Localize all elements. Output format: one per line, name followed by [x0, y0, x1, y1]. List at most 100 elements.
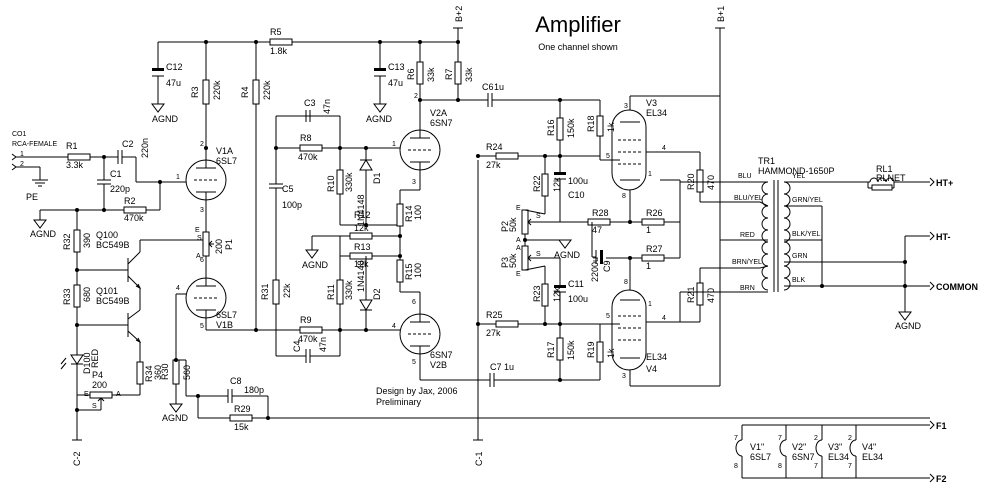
- r23-value: 12k: [552, 287, 562, 302]
- f2-label: F2: [936, 474, 947, 484]
- r28-value: 47: [592, 225, 602, 235]
- tube-v1b: 6SL7 V1B 4 6 5: [175, 257, 237, 360]
- v1a-ref: V1A: [216, 146, 233, 156]
- resistor-r15: R15 100: [396, 256, 423, 292]
- resistor-r3: R3 220k: [190, 42, 222, 150]
- tube-v3: V3 EL34 3 5 4 8 1: [606, 98, 680, 200]
- resistor-r22: R22 12k: [532, 156, 562, 214]
- agnd-label-bias: AGND: [554, 250, 581, 260]
- capacitor-c13: C13 47u AGND: [366, 42, 405, 124]
- agnd-symbol-splitter: AGND: [302, 249, 329, 270]
- lead-blu: BLU: [738, 173, 752, 180]
- c9-ref: C9: [602, 260, 612, 272]
- resistor-r5: R5 1.8k: [269, 27, 293, 56]
- resistor-r4: R4 220k: [240, 42, 272, 330]
- c5-ref: C5: [282, 184, 294, 194]
- c10-ref: C10: [568, 190, 585, 200]
- v2a-type: 6SN7: [430, 118, 453, 128]
- heater-v3-ref: V3": [828, 442, 842, 452]
- resistor-r31: R31 22k: [260, 279, 292, 305]
- resistor-r34: R34 360: [136, 356, 163, 395]
- resistor-r32: R32 390: [62, 210, 92, 285]
- r29-value: 15k: [234, 422, 249, 432]
- r32-ref: R32: [62, 233, 72, 250]
- svg-text:8: 8: [622, 193, 626, 200]
- ht-plus-label: HT+: [936, 178, 953, 188]
- lead-grn-yel: GRN/YEL: [792, 197, 823, 204]
- tube-v2a: V2A 6SN7 1 2 3: [392, 93, 453, 191]
- c3-value: 47n: [322, 99, 332, 114]
- svg-text:1: 1: [648, 301, 652, 308]
- agnd-symbol-bias: AGND: [554, 239, 581, 260]
- tr1-ref: TR1: [758, 156, 775, 166]
- resistor-r13: R13 12k: [340, 242, 400, 269]
- r18-ref: R18: [586, 115, 596, 132]
- rail-label-b-plus-1: B+1: [716, 6, 726, 22]
- r9-value: 470k: [298, 334, 318, 344]
- r12-value: 12k: [354, 223, 369, 233]
- r18-value: 1k: [606, 122, 616, 132]
- heater-v1: 7 8 V1" 6SL7: [734, 425, 771, 478]
- svg-text:S: S: [92, 403, 97, 410]
- p3-value: 50k: [508, 253, 518, 268]
- r2-ref: R2: [124, 196, 136, 206]
- c10-value: 100u: [568, 176, 588, 186]
- svg-text:5: 5: [606, 153, 610, 160]
- lead-red: RED: [740, 232, 755, 239]
- v2b-ref: V2B: [430, 360, 447, 370]
- r17-value: 150k: [566, 340, 576, 360]
- rl1-value: RLNET: [876, 173, 906, 183]
- c11-value: 100u: [568, 294, 588, 304]
- resistor-r21: R21 470: [680, 267, 760, 323]
- r11-ref: R11: [326, 284, 336, 300]
- c3-ref: C3: [304, 98, 316, 108]
- potentiometer-p1: E S A 200 P1: [195, 227, 234, 260]
- capacitor-c11: C11 100u: [554, 258, 588, 324]
- heater-v3-type: EL34: [828, 452, 849, 462]
- svg-text:8: 8: [624, 279, 628, 286]
- v1a-type: 6SL7: [216, 156, 237, 166]
- svg-text:5: 5: [606, 313, 610, 320]
- ht-minus-label: HT-: [936, 232, 951, 242]
- r1-value: 3.3k: [66, 160, 84, 170]
- resistor-r25: R25 27k: [478, 310, 600, 338]
- r21-value: 470: [706, 288, 716, 303]
- connector-pin-1: 1: [20, 151, 24, 158]
- capacitor-c12: C12 47u AGND: [151, 42, 183, 124]
- r28-ref: R28: [592, 208, 609, 218]
- r16-ref: R16: [546, 119, 556, 136]
- r30-ref: R30: [160, 363, 170, 380]
- r5-value: 1.8k: [270, 46, 288, 56]
- resistor-r14: R14 100: [396, 190, 423, 236]
- d100-value: RED: [90, 348, 100, 368]
- lead-blk: BLK: [792, 277, 806, 284]
- connector-ref: CO1: [12, 131, 27, 138]
- r7-ref: R7: [444, 68, 454, 80]
- r26-value: 1: [646, 225, 651, 235]
- capacitor-c1: C1 220p: [97, 157, 130, 210]
- r15-value: 100: [413, 263, 423, 278]
- capacitor-c3: C3 47n: [304, 98, 340, 122]
- svg-text:3: 3: [624, 103, 628, 110]
- c4-value: 47n: [318, 337, 328, 352]
- r13-value: 12k: [354, 259, 369, 269]
- svg-text:6: 6: [412, 299, 416, 306]
- capacitor-c5: C5 100p: [269, 116, 302, 270]
- r9-ref: R9: [300, 315, 312, 325]
- lead-brn-yel: BRN/YEL: [732, 259, 762, 266]
- p4-ref: P4: [92, 370, 103, 380]
- r5-ref: R5: [270, 27, 282, 37]
- svg-text:E: E: [516, 205, 521, 212]
- svg-text:6: 6: [200, 257, 204, 264]
- svg-text:4: 4: [392, 323, 396, 330]
- tube-v2b: 6SN7 V2B 4 6 5: [392, 291, 453, 380]
- terminal-ht-minus: HT-: [904, 231, 951, 312]
- r1-ref: R1: [66, 141, 78, 151]
- r4-ref: R4: [240, 86, 250, 98]
- c11-ref: C11: [568, 279, 584, 289]
- capacitor-c10: 100u C10: [554, 156, 588, 222]
- resistor-r28: R28 47: [560, 208, 630, 235]
- r8-ref: R8: [300, 133, 312, 143]
- diagram-subtitle: One channel shown: [538, 42, 618, 52]
- svg-text:8: 8: [778, 463, 782, 470]
